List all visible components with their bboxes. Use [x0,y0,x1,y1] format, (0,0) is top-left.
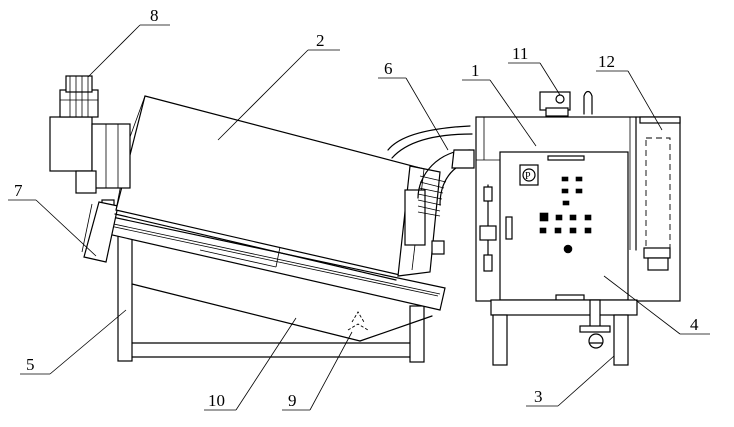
callout-10: 10 [208,391,225,410]
callout-7: 7 [14,181,23,200]
top-valve [539,90,593,117]
callout-12: 12 [598,52,615,71]
callout-5: 5 [26,355,35,374]
support-frame [117,228,433,363]
motor-body [49,116,93,172]
inspection-marker [347,311,369,331]
callout-1: 1 [471,61,480,80]
frame-leg-right [409,305,425,363]
callout-labels: 8 2 6 1 11 12 7 5 10 9 4 3 [14,6,699,410]
dosing-tank [639,116,681,271]
control-cabinet: P [475,116,681,302]
flexible-hose [387,125,475,217]
callout-2: 2 [316,31,325,50]
panel-indicator-label: P [525,171,531,182]
callout-4: 4 [690,315,699,334]
panel-buttons [539,176,592,254]
trough [94,199,446,311]
callout-3: 3 [534,387,543,406]
motor-assembly [49,75,131,194]
control-panel-door [499,151,629,301]
callout-11: 11 [512,44,528,63]
leader-lines [8,24,710,411]
callout-9: 9 [288,391,297,410]
callout-8: 8 [150,6,159,25]
frame-leg-left [117,228,133,362]
screw-drum [114,95,445,281]
callout-6: 6 [384,59,393,78]
front-plate [81,201,119,263]
cabinet-stand [490,299,638,366]
